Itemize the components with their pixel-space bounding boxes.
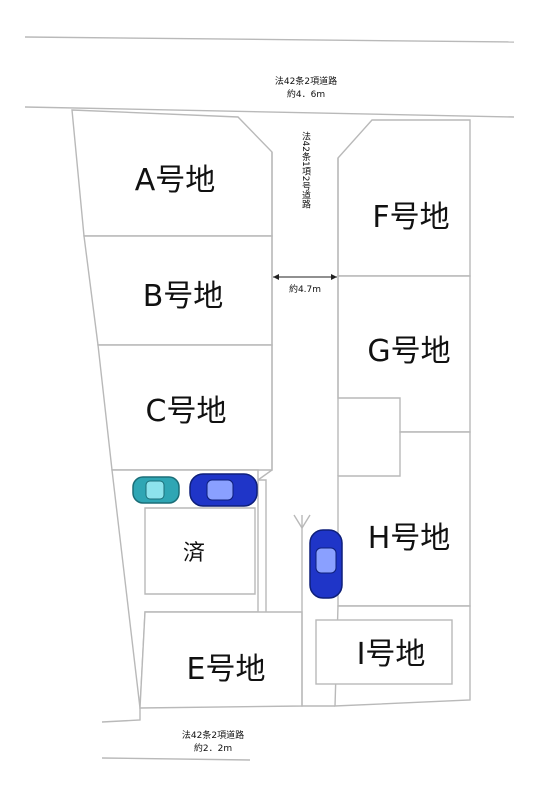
lot-i-label: I号地	[357, 637, 426, 672]
lot-b-label: B号地	[143, 279, 224, 314]
private-road-notch	[293, 514, 311, 530]
north-road-edge-bottom	[24, 106, 515, 118]
lot-c-label: C号地	[146, 394, 227, 429]
south-road-label: 法42条2項道路	[182, 729, 244, 741]
teal-car-icon	[132, 476, 180, 504]
blue-car-vertical-icon	[309, 529, 343, 599]
north-road-label: 法42条2項道路	[275, 75, 337, 87]
private-road-west-edge	[257, 152, 273, 481]
private-road-width: 約4.7m	[289, 283, 321, 295]
north-road-width: 約4．6m	[287, 88, 325, 100]
private-road-south-edge	[301, 515, 335, 707]
lot-d	[144, 507, 256, 595]
north-road-edge-top	[24, 36, 515, 43]
lot-h-label: H号地	[368, 521, 451, 556]
lot-f	[337, 119, 471, 277]
private-road-label: 法42条1項2号道路	[300, 130, 311, 209]
lot-h	[337, 431, 471, 607]
south-road-edge-top	[101, 708, 141, 723]
dimension-arrow-left	[273, 274, 279, 280]
dimension-arrow-right	[331, 274, 337, 280]
lot-d-label: 済	[183, 541, 205, 566]
lot-f-label: F号地	[372, 200, 449, 235]
south-road-width: 約2．2m	[194, 742, 232, 754]
lot-i	[315, 619, 453, 685]
south-road-edge-bottom	[101, 757, 251, 761]
private-road-west-edge-lower	[258, 479, 267, 612]
lot-e-label: E号地	[187, 652, 266, 687]
lot-a-label: A号地	[135, 163, 216, 198]
lot-g-label: G号地	[367, 334, 450, 369]
blue-car-icon	[189, 473, 258, 507]
